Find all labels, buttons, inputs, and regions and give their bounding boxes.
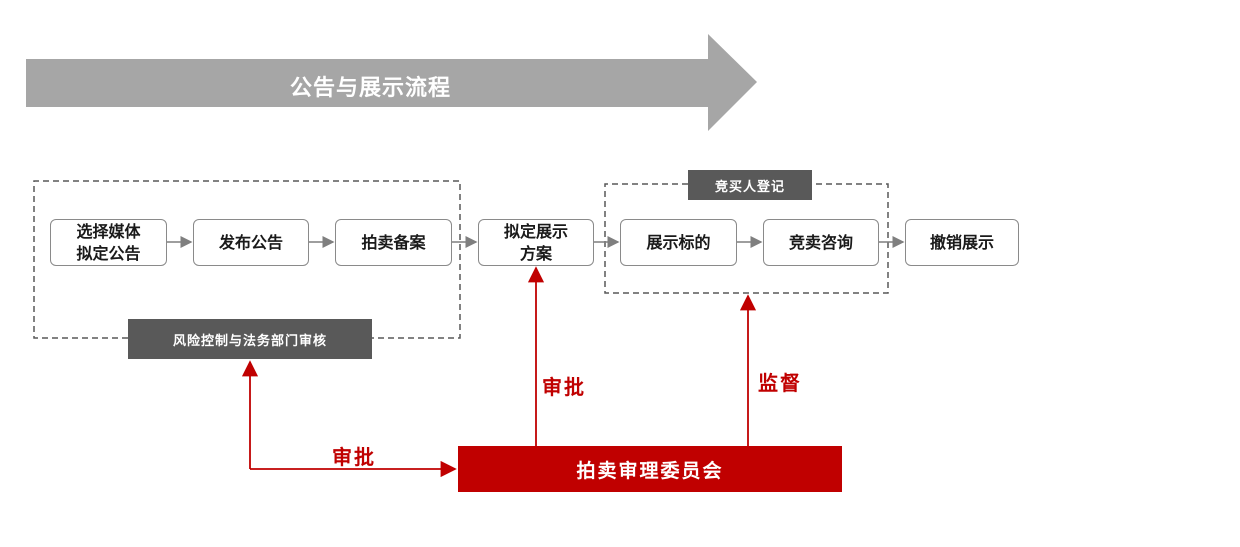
supervise-label: 监督 [758, 371, 802, 395]
risk-control-label: 风险控制与法务部门审核 [128, 319, 372, 359]
step-draft-display-plan: 拟定展示方案 [478, 219, 594, 266]
approve-label-middle: 审批 [542, 375, 586, 399]
approve-label-left: 审批 [332, 445, 376, 469]
risk-group-border [33, 180, 461, 339]
register-group-border [604, 183, 889, 294]
step-revoke-display: 撤销展示 [905, 219, 1019, 266]
auction-review-committee: 拍卖审理委员会 [458, 446, 842, 492]
step-publish-announcement: 发布公告 [193, 219, 309, 266]
step-select-media: 选择媒体拟定公告 [50, 219, 167, 266]
banner-title: 公告与展示流程 [290, 75, 452, 101]
step-auction-filing: 拍卖备案 [335, 219, 452, 266]
bidder-registration-label: 竞买人登记 [688, 170, 812, 200]
step-bid-consultation: 竞卖咨询 [763, 219, 879, 266]
step-display-item: 展示标的 [620, 219, 737, 266]
